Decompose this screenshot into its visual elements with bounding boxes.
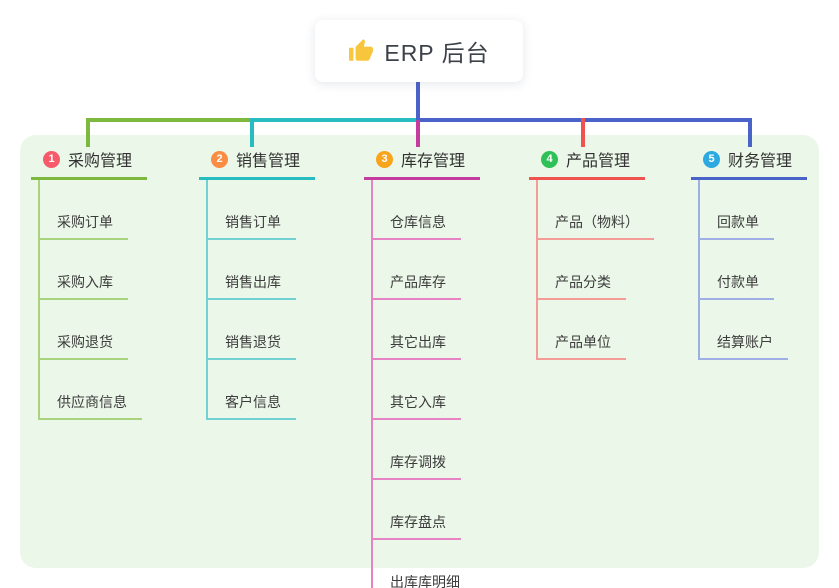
leaf-node[interactable]: 客户信息 bbox=[208, 360, 296, 420]
root-title: ERP 后台 bbox=[384, 40, 490, 66]
leaf-node[interactable]: 其它入库 bbox=[373, 360, 461, 420]
connector-drop-branch-5 bbox=[748, 118, 752, 147]
branch-children: 产品（物料） 产品分类 产品单位 bbox=[536, 180, 654, 360]
leaf-node[interactable]: 销售出库 bbox=[208, 240, 296, 300]
branch-3: 3 库存管理 仓库信息 产品库存 其它出库 其它入库 库存调拨 库存盘点 出库库… bbox=[364, 147, 480, 588]
branch-title: 库存管理 bbox=[401, 153, 466, 170]
leaf-label: 产品库存 bbox=[390, 274, 446, 290]
leaf-label: 销售出库 bbox=[225, 274, 281, 290]
connector-drop-branch-1 bbox=[86, 118, 90, 147]
branch-number-badge: 3 bbox=[376, 150, 393, 168]
leaf-label: 销售退货 bbox=[225, 334, 281, 350]
branch-children: 采购订单 采购入库 采购退货 供应商信息 bbox=[38, 180, 147, 420]
branch-4: 4 产品管理 产品（物料） 产品分类 产品单位 bbox=[529, 147, 654, 360]
leaf-node[interactable]: 销售订单 bbox=[208, 180, 296, 240]
leaf-label: 产品单位 bbox=[555, 334, 611, 350]
leaf-label: 产品（物料） bbox=[555, 214, 639, 230]
leaf-label: 其它出库 bbox=[390, 334, 446, 350]
leaf-node[interactable]: 采购入库 bbox=[40, 240, 128, 300]
leaf-node[interactable]: 出库库明细 bbox=[373, 540, 475, 588]
leaf-label: 付款单 bbox=[717, 274, 759, 290]
leaf-node[interactable]: 销售退货 bbox=[208, 300, 296, 360]
leaf-node[interactable]: 产品单位 bbox=[538, 300, 626, 360]
connector-drop-branch-4 bbox=[581, 118, 585, 147]
leaf-label: 采购入库 bbox=[57, 274, 113, 290]
leaf-node[interactable]: 库存盘点 bbox=[373, 480, 461, 540]
branch-header[interactable]: 1 采购管理 bbox=[31, 147, 147, 180]
branch-children: 销售订单 销售出库 销售退货 客户信息 bbox=[206, 180, 315, 420]
leaf-node[interactable]: 采购订单 bbox=[40, 180, 128, 240]
leaf-node[interactable]: 产品（物料） bbox=[538, 180, 654, 240]
branch-number-badge: 5 bbox=[703, 150, 720, 168]
leaf-label: 采购退货 bbox=[57, 334, 113, 350]
connector-rail-mid bbox=[250, 118, 418, 122]
branch-2: 2 销售管理 销售订单 销售出库 销售退货 客户信息 bbox=[199, 147, 315, 420]
thumbs-up-icon bbox=[348, 38, 374, 64]
connector-drop-branch-2 bbox=[250, 118, 254, 147]
leaf-node[interactable]: 付款单 bbox=[700, 240, 774, 300]
branch-children: 仓库信息 产品库存 其它出库 其它入库 库存调拨 库存盘点 出库库明细 bbox=[371, 180, 480, 588]
leaf-label: 销售订单 bbox=[225, 214, 281, 230]
branch-5: 5 财务管理 回款单 付款单 结算账户 bbox=[691, 147, 807, 360]
branch-header[interactable]: 3 库存管理 bbox=[364, 147, 480, 180]
leaf-node[interactable]: 仓库信息 bbox=[373, 180, 461, 240]
branch-header[interactable]: 5 财务管理 bbox=[691, 147, 807, 180]
branch-1: 1 采购管理 采购订单 采购入库 采购退货 供应商信息 bbox=[31, 147, 147, 420]
leaf-node[interactable]: 供应商信息 bbox=[40, 360, 142, 420]
leaf-label: 产品分类 bbox=[555, 274, 611, 290]
branch-header[interactable]: 4 产品管理 bbox=[529, 147, 645, 180]
branch-title: 销售管理 bbox=[236, 153, 301, 170]
leaf-node[interactable]: 其它出库 bbox=[373, 300, 461, 360]
root-node[interactable]: ERP 后台 bbox=[315, 20, 523, 82]
leaf-label: 客户信息 bbox=[225, 394, 281, 410]
branch-number-badge: 1 bbox=[43, 150, 60, 168]
root-connector-stem bbox=[416, 82, 420, 120]
leaf-node[interactable]: 产品分类 bbox=[538, 240, 626, 300]
leaf-label: 库存调拨 bbox=[390, 454, 446, 470]
leaf-node[interactable]: 采购退货 bbox=[40, 300, 128, 360]
connector-rail-left bbox=[86, 118, 254, 122]
leaf-label: 结算账户 bbox=[717, 334, 773, 350]
leaf-node[interactable]: 库存调拨 bbox=[373, 420, 461, 480]
leaf-node[interactable]: 产品库存 bbox=[373, 240, 461, 300]
leaf-node[interactable]: 结算账户 bbox=[700, 300, 788, 360]
branch-number-badge: 2 bbox=[211, 150, 228, 168]
leaf-label: 库存盘点 bbox=[390, 514, 446, 530]
branch-title: 财务管理 bbox=[728, 153, 793, 170]
branch-children: 回款单 付款单 结算账户 bbox=[698, 180, 807, 360]
branch-header[interactable]: 2 销售管理 bbox=[199, 147, 315, 180]
leaf-label: 出库库明细 bbox=[390, 574, 460, 588]
leaf-node[interactable]: 回款单 bbox=[700, 180, 774, 240]
branch-title: 采购管理 bbox=[68, 153, 133, 170]
leaf-label: 回款单 bbox=[717, 214, 759, 230]
leaf-label: 采购订单 bbox=[57, 214, 113, 230]
leaf-label: 供应商信息 bbox=[57, 394, 127, 410]
branch-title: 产品管理 bbox=[566, 153, 631, 170]
connector-drop-branch-3 bbox=[416, 120, 420, 147]
mindmap-panel bbox=[20, 135, 819, 568]
branch-number-badge: 4 bbox=[541, 150, 558, 168]
leaf-label: 仓库信息 bbox=[390, 214, 446, 230]
leaf-label: 其它入库 bbox=[390, 394, 446, 410]
